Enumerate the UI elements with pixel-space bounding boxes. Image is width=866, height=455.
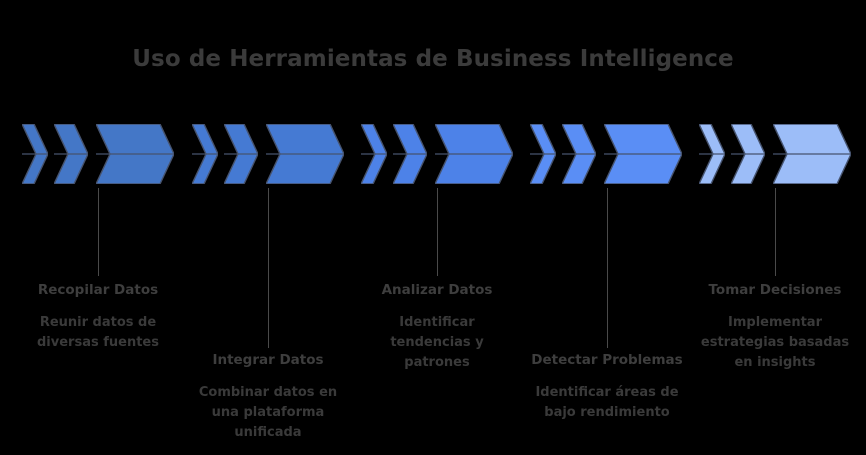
connector-line-step-2 [268,188,269,348]
connector-line-step-4 [607,188,608,348]
chevron-arrow-icon [22,124,48,184]
chevron-arrow-icon [266,124,344,184]
connector-line-step-5 [775,188,776,276]
chevron-arrow-icon [530,124,556,184]
chevron-arrow-icon [562,124,596,184]
connector-line-step-1 [98,188,99,276]
step-title-2: Integrar Datos [212,352,324,368]
step-title-1: Recopilar Datos [37,282,159,298]
chevron-band [0,118,866,190]
chevron-arrow-icon [96,124,174,184]
step-title-5: Tomar Decisiones [708,282,842,298]
step-title-4: Detectar Problemas [531,352,683,368]
chevron-arrow-icon [393,124,427,184]
chevron-arrow-icon [192,124,218,184]
chevron-arrow-icon [54,124,88,184]
chevron-arrow-icon [361,124,387,184]
connector-line-step-3 [437,188,438,276]
chevron-arrow-icon [224,124,258,184]
chevron-arrow-icon [435,124,513,184]
chevron-arrow-icon [699,124,725,184]
chevron-arrow-icon [604,124,682,184]
step-title-3: Analizar Datos [381,282,493,298]
page-title: Uso de Herramientas de Business Intellig… [132,46,734,72]
chevron-arrow-icon [731,124,765,184]
chevron-arrow-icon [773,124,851,184]
